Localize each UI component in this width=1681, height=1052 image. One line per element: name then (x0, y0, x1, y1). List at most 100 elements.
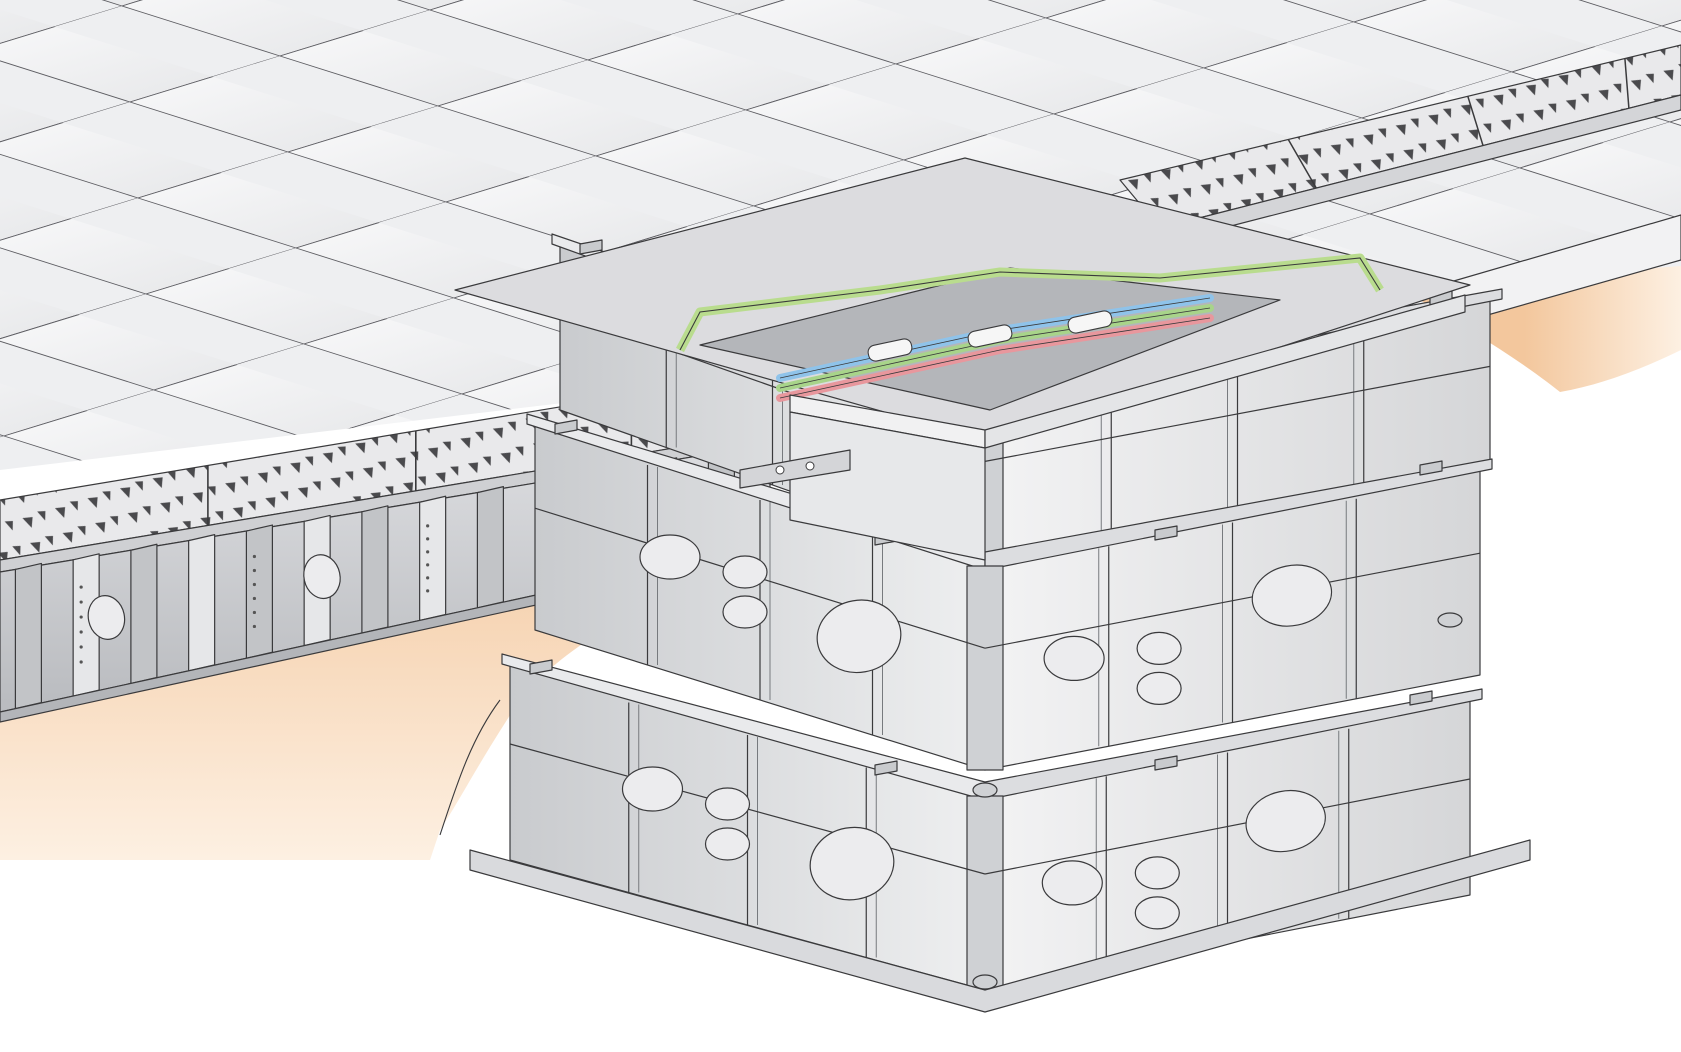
knockout-large (1245, 789, 1326, 853)
rib-hole (79, 585, 83, 589)
knockout-small (722, 595, 768, 629)
base-foot (972, 974, 998, 990)
knockout-small (1136, 671, 1182, 706)
knockout-small (1134, 896, 1180, 930)
channel-rib (245, 524, 273, 659)
connector-lug (874, 760, 898, 776)
rib-hole (79, 600, 83, 604)
floor-tile-shade (212, 56, 438, 127)
knockout-small (1041, 860, 1103, 906)
floor-tile-shade (560, 0, 738, 35)
connector-lug (1419, 460, 1443, 476)
floor-tile-shade (678, 110, 904, 181)
module-pin (1437, 612, 1463, 628)
floor-tile-shade (1286, 22, 1512, 93)
floor-tile-shade (520, 60, 746, 131)
rib-hole (426, 550, 430, 554)
rib-hole (252, 624, 256, 629)
rib-hole (426, 576, 430, 580)
grating-joint-right (1287, 139, 1317, 189)
soil-edge-line (439, 699, 501, 836)
connector-lug (1409, 690, 1433, 706)
floor-tile-shade (0, 154, 138, 219)
floor-tile-shade (54, 6, 280, 77)
channel-knockout (303, 554, 341, 600)
channel-rib (14, 562, 43, 710)
channel-rib (476, 486, 504, 609)
knockout-small (704, 787, 751, 821)
knockout-large (816, 599, 902, 674)
floor-tile-shade (0, 60, 130, 123)
rib-hole (252, 582, 256, 587)
channel-knockout (87, 595, 126, 640)
base-plinth (469, 839, 1531, 1013)
inner-wall-left (789, 411, 986, 561)
knockout-small (621, 766, 684, 812)
cable-coupler (967, 324, 1013, 348)
grating-joint-right (1624, 58, 1630, 109)
floor-tile-shade (70, 198, 296, 269)
floor-tile-shade (0, 247, 146, 315)
green-gasket-outline (679, 257, 1381, 351)
right-mid-rail (984, 552, 1481, 649)
floor-tile-shade (528, 156, 754, 227)
connector-lug (529, 659, 553, 675)
floor-tile-shade (1136, 68, 1362, 139)
floor-tile-shade (856, 0, 1046, 39)
channel-rib (188, 534, 216, 672)
floor-tile-shade (228, 248, 454, 319)
floor-tile (1282, 0, 1428, 23)
floor-tile-shade (0, 341, 154, 411)
right-mid-rail (984, 778, 1471, 875)
rib-hole (426, 589, 430, 593)
floor-tile (396, 0, 465, 11)
floor-tile-shade (236, 344, 462, 415)
rib-hole (79, 615, 83, 619)
floor-tile-shade (1151, 0, 1354, 43)
channel-rib (419, 495, 447, 622)
bracket-hole (775, 465, 785, 475)
right-mid-rail (984, 365, 1491, 462)
knockout-small (722, 555, 768, 589)
floor-tile-shade (986, 114, 1212, 185)
knockout-small (639, 534, 701, 580)
floor-tile-shade (265, 0, 430, 31)
floor-tile (1661, 19, 1681, 33)
rib-hole (79, 645, 83, 649)
frame-edge-right (984, 294, 1466, 449)
module-ledge-right (984, 458, 1493, 571)
knockout-small (1043, 635, 1105, 682)
rib-hole (426, 524, 430, 528)
mounting-bracket (739, 449, 851, 489)
connector-lug (579, 239, 603, 255)
floor-tile-shade (362, 10, 588, 81)
cable-coupler (1067, 310, 1113, 334)
knockout-small (1134, 856, 1180, 890)
floor-tile-shade (220, 152, 446, 223)
floor-tile (987, 0, 1107, 19)
floor-tile-shade (1602, 122, 1681, 168)
chamber-top-and-cables (454, 157, 1471, 561)
module-corner-post (966, 795, 1004, 991)
bracket-hole (805, 461, 815, 471)
rib-hole (79, 660, 83, 664)
rib-hole (252, 596, 256, 601)
floor-tile-shade (828, 64, 1054, 135)
floor-tile-shade (1302, 214, 1528, 285)
module-pin (972, 782, 998, 798)
floor-tile-shade (670, 14, 896, 85)
floor-tile-shade (62, 102, 288, 173)
floor-tile-shade (0, 0, 122, 27)
knockout-small (704, 827, 751, 861)
knockout-large (1251, 564, 1333, 627)
rib-hole (252, 610, 256, 615)
rib-hole (426, 537, 430, 541)
floor-tile-shade (978, 18, 1204, 89)
floor-tile (692, 0, 786, 15)
rib-hole (426, 563, 430, 567)
channel-rib (361, 505, 389, 634)
floor-tile-shade (386, 298, 612, 369)
module-corner-post (966, 565, 1004, 771)
knockout-large (809, 826, 895, 901)
